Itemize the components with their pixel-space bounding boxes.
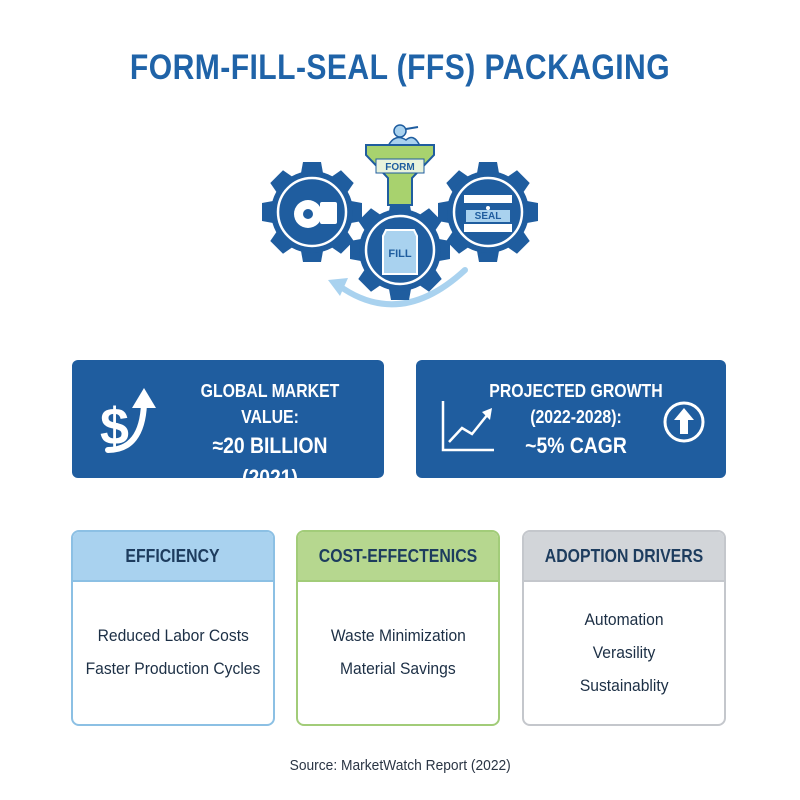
source-note: Source: MarketWatch Report (2022) bbox=[289, 757, 511, 774]
market-value-label: GLOBAL MARKET VALUE: bbox=[200, 381, 340, 427]
line-chart-icon bbox=[441, 401, 494, 452]
list-item: Material Savings bbox=[340, 659, 456, 678]
form-label: FORM bbox=[385, 162, 414, 173]
list-item: Waste Minimization bbox=[330, 626, 466, 645]
efficiency-card-title: EFFICIENCY bbox=[125, 546, 221, 566]
market-value-amount: ≈20 BILLION bbox=[212, 433, 328, 458]
projected-growth-panel: PROJECTED GROWTH (2022-2028): ~5% CAGR bbox=[416, 360, 726, 478]
page-title: FORM-FILL-SEAL (FFS) PACKAGING bbox=[129, 48, 671, 87]
gear-icon bbox=[438, 162, 538, 262]
list-item: Verasility bbox=[592, 642, 656, 662]
bag-icon bbox=[382, 229, 418, 275]
adoption-card-title: ADOPTION DRIVERS bbox=[544, 546, 704, 566]
growth-period: (2022-2028): bbox=[530, 407, 622, 427]
gear-icon bbox=[262, 162, 362, 262]
market-value-year: (2021) bbox=[242, 465, 298, 490]
list-item: Reduced Labor Costs bbox=[97, 626, 249, 645]
ffs-process-diagram: SEAL FILL FORM bbox=[262, 124, 538, 308]
market-value-panel: $ GLOBAL MARKET VALUE: ≈20 BILLION (2021… bbox=[72, 360, 384, 490]
funnel-icon bbox=[365, 124, 435, 206]
cost-card-title: COST-EFFECTENICS bbox=[318, 546, 478, 566]
fill-label: FILL bbox=[388, 248, 411, 260]
dollar-up-arrow-icon: $ bbox=[100, 388, 156, 456]
growth-label: PROJECTED GROWTH bbox=[489, 381, 663, 401]
seal-label: SEAL bbox=[475, 211, 502, 222]
list-item: Faster Production Cycles bbox=[85, 659, 261, 678]
list-item: Sustainablity bbox=[579, 675, 669, 695]
up-arrow-circle-icon bbox=[663, 401, 705, 443]
list-item: Automation bbox=[584, 609, 664, 629]
cycle-arrow-icon bbox=[328, 267, 468, 308]
gear-icon bbox=[350, 200, 450, 300]
efficiency-card: EFFICIENCY Reduced Labor Costs Faster Pr… bbox=[71, 530, 275, 726]
cost-effectiveness-card: COST-EFFECTENICS Waste Minimization Mate… bbox=[296, 530, 500, 726]
growth-cagr: ~5% CAGR bbox=[525, 433, 627, 458]
sealing-press-icon bbox=[464, 195, 512, 232]
adoption-drivers-card: ADOPTION DRIVERS Automation Verasility S… bbox=[522, 530, 726, 726]
film-roll-icon bbox=[294, 200, 337, 228]
